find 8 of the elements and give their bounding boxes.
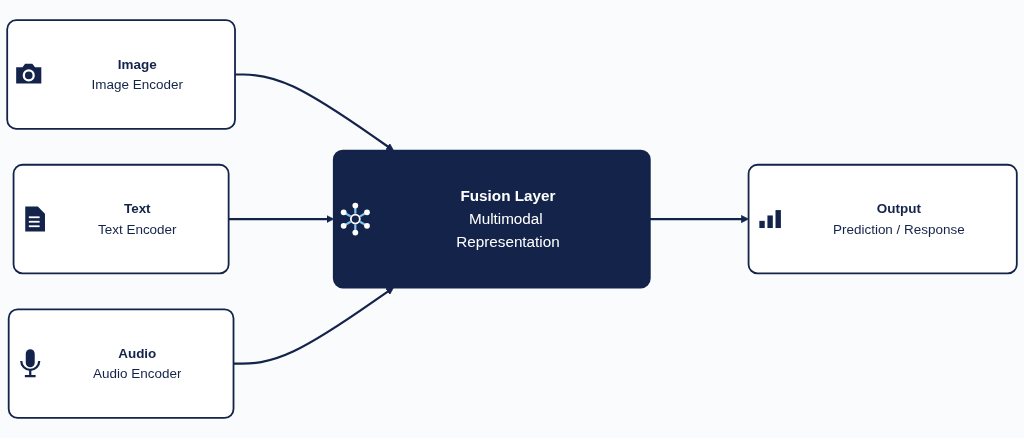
arrow: [233, 287, 394, 365]
node-label: Text Text Encoder: [97, 199, 177, 239]
arrow: [235, 73, 394, 151]
node-label: Image Image Encoder: [91, 55, 183, 94]
node-label: Output Prediction / Response: [832, 199, 965, 239]
node-label: Audio Audio Encoder: [93, 344, 182, 383]
node-label: Fusion Layer Multimodal Representation: [455, 186, 561, 253]
arrow: [649, 215, 749, 223]
